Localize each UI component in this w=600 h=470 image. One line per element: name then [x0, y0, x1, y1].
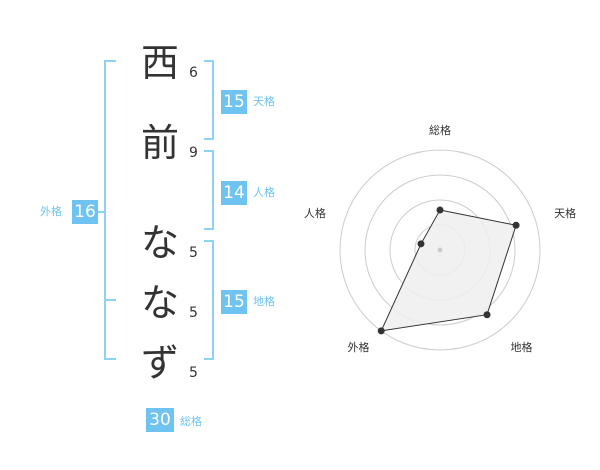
- soukaku-badge: 30: [146, 408, 174, 432]
- jinkaku-label: 人格: [253, 186, 275, 199]
- radar-axis-label-1: 天格: [554, 206, 576, 220]
- tenkaku-bracket-vertical: [212, 60, 214, 140]
- name-char-4: な: [140, 281, 179, 325]
- radar-center-dot: [437, 247, 443, 253]
- stroke-count-4: 5: [189, 305, 198, 321]
- gaikaku-bracket-stub: [96, 211, 104, 213]
- gaikaku-bracket-top: [104, 60, 116, 62]
- name-char-1: 西: [140, 41, 179, 85]
- jinkaku-badge: 14: [221, 181, 247, 205]
- tenkaku-label: 天格: [253, 95, 275, 108]
- chikaku-bracket-top: [204, 240, 214, 242]
- stroke-count-5: 5: [189, 365, 198, 381]
- chikaku-label: 地格: [253, 295, 275, 308]
- radar-axis-label-2: 地格: [511, 340, 533, 354]
- tenkaku-badge: 15: [221, 90, 247, 114]
- gaikaku-bracket-mid: [104, 299, 116, 301]
- tenkaku-bracket-bottom: [204, 138, 214, 140]
- radar-point-3: [377, 327, 385, 335]
- gaikaku-label: 外格: [40, 205, 62, 218]
- radar-axis-label-3: 外格: [347, 340, 369, 354]
- radar-point-4: [417, 240, 425, 248]
- jinkaku-bracket-bottom: [204, 228, 214, 230]
- gaikaku-bracket-vertical: [104, 60, 106, 360]
- chikaku-badge: 15: [221, 290, 247, 314]
- radar-point-2: [483, 311, 491, 319]
- radar-axis-label-4: 人格: [304, 206, 326, 220]
- stroke-count-3: 5: [189, 245, 198, 261]
- stroke-count-2: 9: [189, 145, 198, 161]
- soukaku-label: 総格: [180, 415, 202, 428]
- stroke-count-1: 6: [189, 65, 198, 81]
- name-char-2: 前: [140, 121, 179, 165]
- chikaku-bracket-vertical: [212, 240, 214, 360]
- radar-point-0: [436, 206, 444, 214]
- jinkaku-bracket-vertical: [212, 150, 214, 230]
- tenkaku-bracket-top: [204, 60, 214, 62]
- jinkaku-bracket-top: [204, 150, 214, 152]
- gaikaku-badge: 16: [72, 200, 98, 224]
- gaikaku-bracket-bottom: [104, 358, 116, 360]
- chikaku-bracket-bottom: [204, 358, 214, 360]
- name-char-5: ず: [140, 341, 179, 385]
- radar-axis-label-0: 総格: [429, 123, 451, 137]
- radar-series-polygon: [380, 209, 517, 332]
- name-char-3: な: [140, 221, 179, 265]
- radar-ring: [364, 174, 516, 326]
- radar-ring: [339, 149, 541, 351]
- radar-point-1: [512, 221, 520, 229]
